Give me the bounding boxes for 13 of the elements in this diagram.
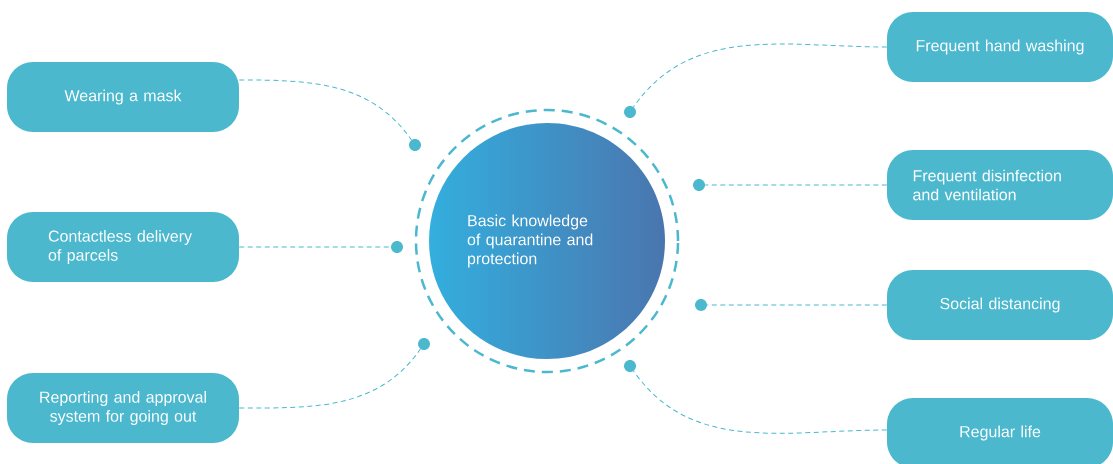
connector (238, 348, 421, 409)
topic-box: Social distancing (887, 270, 1113, 340)
connector (633, 43, 888, 108)
topic-box: Wearing a mask (7, 62, 239, 132)
connector (633, 370, 888, 434)
connector (704, 184, 888, 186)
topic-box: Contactless delivery of parcels (7, 212, 239, 282)
topic-box: Frequent disinfection and ventilation (887, 150, 1113, 220)
topic-box: Frequent hand washing (887, 12, 1113, 82)
connector (238, 79, 412, 141)
connector (706, 304, 888, 306)
topic-box: Reporting and approval system for going out (7, 373, 239, 443)
topic-box: Regular life (887, 398, 1113, 464)
